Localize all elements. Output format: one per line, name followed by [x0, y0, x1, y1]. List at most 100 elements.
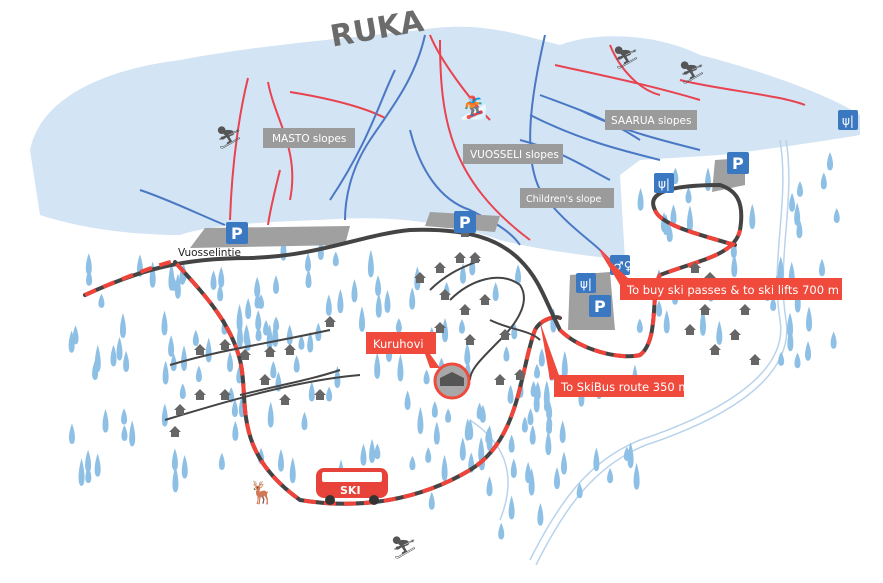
tree-icon: [576, 482, 583, 499]
house-icon: [709, 344, 721, 355]
tree-icon: [308, 381, 315, 402]
reindeer-icon: 🦌: [248, 480, 275, 506]
svg-text:SAARUA slopes: SAARUA slopes: [611, 115, 691, 127]
tree-icon: [86, 269, 93, 286]
svg-text:MASTO slopes: MASTO slopes: [272, 133, 346, 145]
tree-icon: [102, 408, 109, 433]
tree-icon: [85, 253, 92, 275]
house-icon: [169, 426, 181, 437]
tree-icon: [559, 420, 566, 444]
tree-icon: [218, 266, 225, 288]
tree-icon: [409, 287, 416, 310]
svg-text:ψ|: ψ|: [580, 277, 592, 291]
house-icon: [684, 324, 696, 335]
house-icon: [219, 339, 231, 350]
tree-icon: [593, 447, 600, 472]
tree-icon: [375, 275, 382, 297]
tree-icon: [464, 343, 471, 365]
ski-area: [30, 26, 860, 260]
tree-icon: [686, 205, 693, 233]
tree-icon: [508, 434, 515, 453]
tree-icon: [162, 360, 169, 385]
tree-icon: [360, 443, 367, 466]
skier-icon: ⛷: [612, 46, 640, 71]
parking-icon: P: [454, 211, 476, 233]
tree-icon: [210, 270, 217, 290]
tree-icon: [498, 522, 505, 540]
tree-icon: [85, 465, 92, 484]
label-saarua: SAARUA slopes: [605, 110, 697, 130]
house-icon: [314, 389, 326, 400]
tree-icon: [830, 331, 837, 349]
tree-icon: [367, 249, 374, 278]
tree-icon: [205, 337, 212, 363]
tree-icon: [431, 401, 438, 418]
house-icon: [479, 294, 491, 305]
tree-icon: [663, 309, 670, 334]
tree-icon: [375, 292, 382, 318]
house-icon: [699, 304, 711, 315]
tree-icon: [304, 252, 311, 272]
tree-icon: [538, 348, 545, 367]
tree-icon: [492, 282, 499, 302]
tree-icon: [428, 491, 435, 510]
label-children: Children's slope: [520, 188, 614, 208]
tree-icon: [298, 335, 305, 350]
parking-icon: P: [727, 152, 749, 174]
roads: [83, 182, 744, 506]
svg-text:ψ|: ψ|: [842, 114, 854, 128]
tree-icon: [332, 251, 339, 267]
tree-icon: [417, 406, 424, 435]
callout-ski-passes: To buy ski passes & to ski lifts 700 m: [600, 252, 842, 300]
blue-slopes: [139, 34, 701, 251]
tree-icon: [307, 331, 314, 353]
house-icon: [434, 262, 446, 273]
tree-icon: [507, 384, 514, 404]
tree-icon: [458, 319, 465, 334]
tree-icon: [685, 187, 692, 204]
house-icon: [219, 389, 231, 400]
tree-icon: [666, 224, 673, 243]
house-icon: [494, 374, 506, 385]
tree-icon: [409, 455, 416, 471]
tree-icon: [423, 369, 430, 385]
house-icon: [459, 304, 471, 315]
tree-icon: [161, 310, 168, 336]
tree-icon: [636, 318, 643, 333]
tree-icon: [98, 293, 105, 308]
tree-icon: [806, 306, 813, 332]
tree-icon: [236, 320, 243, 348]
house-icon: [439, 289, 451, 300]
tree-icon: [255, 325, 262, 342]
svg-text:P: P: [459, 213, 471, 232]
tree-icon: [534, 363, 541, 379]
tree-icon: [351, 279, 358, 303]
tree-icon: [704, 167, 711, 191]
tree-icon: [121, 408, 128, 425]
house-icon: [194, 389, 206, 400]
tree-icon: [561, 350, 568, 379]
tree-icon: [633, 462, 640, 490]
tree-icon: [374, 352, 381, 379]
tree-icon: [119, 313, 126, 339]
tree-icon: [778, 351, 785, 366]
tree-icon: [508, 495, 515, 520]
tree-icon: [228, 387, 235, 403]
tree-icon: [255, 310, 262, 331]
tree-icon: [171, 448, 178, 471]
svg-text:P: P: [732, 154, 744, 173]
tree-icon: [217, 284, 224, 302]
tree-icon: [123, 350, 130, 372]
tree-icon: [425, 447, 432, 463]
tree-icon: [181, 345, 188, 371]
tree-icon: [670, 204, 677, 226]
house-icon: [739, 304, 751, 315]
tree-icon: [384, 290, 391, 313]
tree-icon: [218, 452, 225, 471]
tree-icon: [510, 458, 517, 479]
tree-icon: [337, 289, 344, 314]
house-icon: [174, 404, 186, 415]
tree-icon: [94, 453, 101, 477]
tree-icon: [545, 430, 552, 456]
tree-icon: [395, 318, 402, 333]
